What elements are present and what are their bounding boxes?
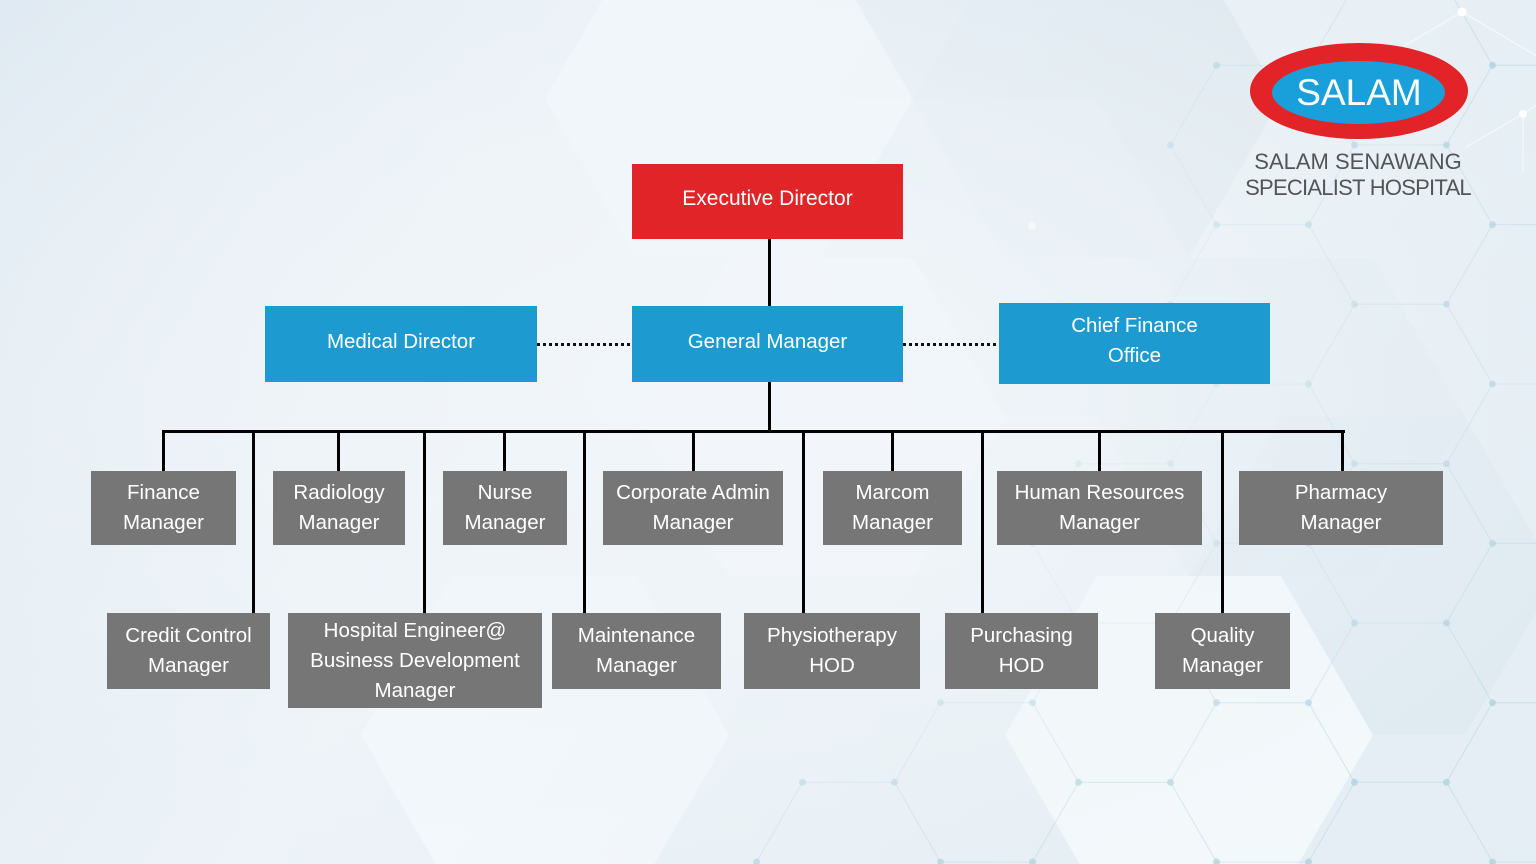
svg-text:SALAM: SALAM xyxy=(1296,72,1421,113)
